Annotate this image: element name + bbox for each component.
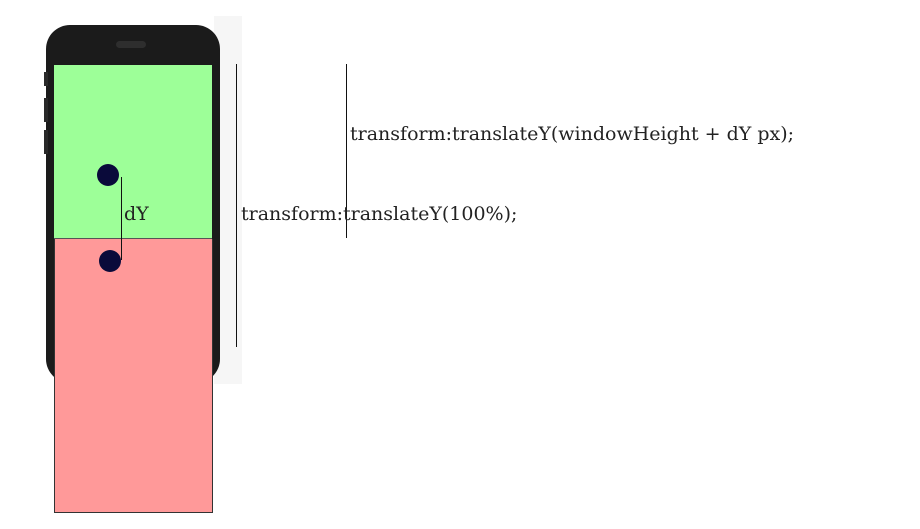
phone-volume-down-button: [44, 130, 48, 154]
translate-offset-extent-line: [346, 64, 347, 238]
phone-mute-switch: [44, 72, 48, 86]
dy-label: dY: [124, 203, 149, 225]
touch-start-dot: [97, 164, 119, 186]
next-page: [54, 239, 213, 513]
window-height-extent-line: [236, 64, 237, 347]
touch-end-dot: [99, 250, 121, 272]
current-page-screen: [54, 65, 212, 239]
transform-percent-label: transform:translateY(100%);: [241, 203, 518, 225]
phone-earpiece: [116, 41, 146, 48]
transform-window-height-label: transform:translateY(windowHeight + dY p…: [350, 123, 795, 145]
dy-connector-line: [121, 177, 122, 260]
phone-volume-up-button: [44, 98, 48, 122]
